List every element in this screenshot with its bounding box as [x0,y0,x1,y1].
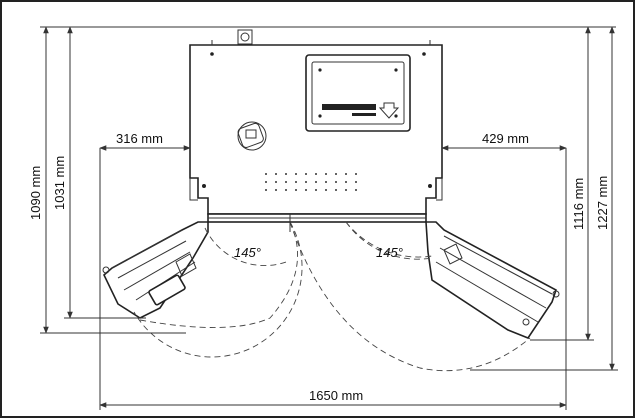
fridge-body [189,29,443,223]
right-door [425,221,560,339]
label-plate [305,54,411,132]
arrow-down-icon [378,102,400,119]
left-door [102,221,209,319]
top-hinge-icon [237,29,253,45]
dim-overall-width [99,148,567,410]
left-door-angle: 145° [234,245,261,260]
left-depth-outer-label: 1090 mm [28,166,43,220]
water-inlet-icon [237,121,267,151]
right-door-angle: 145° [376,245,403,260]
left-clearance-label: 316 mm [116,131,163,146]
left-depth-inner-label: 1031 mm [52,156,67,210]
vent-grille [265,173,357,191]
door-swing-arcs [133,214,531,372]
dim-right-depth-inner [530,26,594,341]
right-depth-inner-label: 1116 mm [571,178,586,230]
label-plate-text-bar [322,104,376,110]
overall-width-label: 1650 mm [309,388,363,403]
left-door-handle [148,274,186,306]
right-depth-outer-label: 1227 mm [595,176,610,230]
right-clearance-label: 429 mm [482,131,529,146]
dim-right-depth-outer [470,26,618,371]
dim-left-depth-inner [64,26,146,319]
dim-left-depth-outer [40,26,186,334]
